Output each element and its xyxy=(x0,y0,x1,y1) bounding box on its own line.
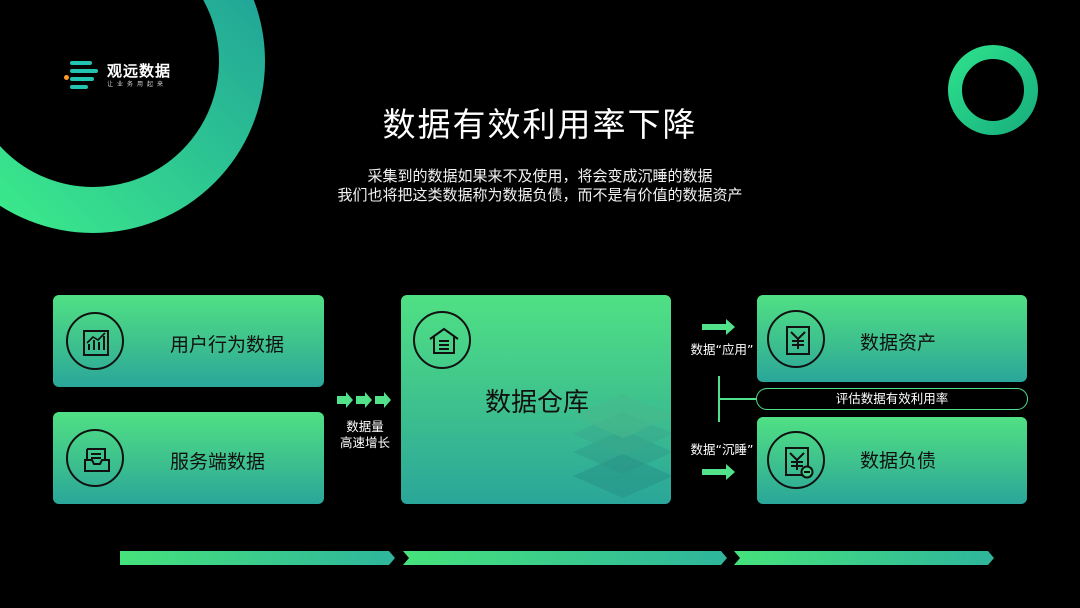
warehouse-icon xyxy=(413,311,471,369)
ingest-label: 数据量 高速增长 xyxy=(331,419,399,451)
source-label: 服务端数据 xyxy=(170,451,266,473)
output-label: 数据资产 xyxy=(860,332,937,354)
ring-decoration xyxy=(948,45,1038,135)
output-label: 数据负债 xyxy=(860,450,937,472)
yuan-document-minus-icon xyxy=(767,431,825,489)
output-card-asset: 数据资产 xyxy=(757,295,1027,382)
logo-mark-icon xyxy=(64,61,98,91)
source-card-user-behavior: 用户行为数据 xyxy=(53,295,324,387)
warehouse-label: 数据仓库 xyxy=(485,388,590,418)
apply-arrow xyxy=(702,319,735,335)
progress-bar-segment-3 xyxy=(734,551,994,565)
ingest-label-line-2: 高速增长 xyxy=(339,435,390,450)
bar-chart-icon xyxy=(66,312,124,370)
subtitle-line-2: 我们也将把这类数据称为数据负债，而不是有价值的数据资产 xyxy=(337,186,743,204)
logo-name: 观远数据 xyxy=(107,62,172,80)
sleep-arrow-label: 数据“沉睡” xyxy=(690,442,754,457)
output-card-liability: 数据负债 xyxy=(757,417,1027,504)
large-arc-decoration xyxy=(0,0,265,233)
server-tray-icon xyxy=(66,429,124,487)
progress-bar-segment-1 xyxy=(120,551,395,565)
yuan-document-icon xyxy=(767,310,825,368)
ingest-arrow-3 xyxy=(375,392,391,408)
apply-arrow-label: 数据“应用” xyxy=(690,342,754,357)
progress-bar-segment-2 xyxy=(403,551,727,565)
ingest-label-line-1: 数据量 xyxy=(346,419,384,434)
slide-title: 数据有效利用率下降 xyxy=(382,105,698,144)
evaluate-utilization-label: 评估数据有效利用率 xyxy=(756,388,1028,410)
ingest-arrow-1 xyxy=(337,392,353,408)
ingest-arrow-2 xyxy=(356,392,372,408)
stacked-layers-decoration xyxy=(573,394,671,498)
source-label: 用户行为数据 xyxy=(170,334,285,356)
subtitle-line-1: 采集到的数据如果来不及使用，将会变成沉睡的数据 xyxy=(367,167,713,185)
logo: 观远数据 让业务用起来 xyxy=(64,61,172,91)
source-card-server: 服务端数据 xyxy=(53,412,324,504)
sleep-arrow xyxy=(702,464,735,480)
warehouse-card: 数据仓库 xyxy=(401,295,671,504)
logo-slogan: 让业务用起来 xyxy=(107,81,168,88)
ingest-arrows xyxy=(337,392,391,408)
